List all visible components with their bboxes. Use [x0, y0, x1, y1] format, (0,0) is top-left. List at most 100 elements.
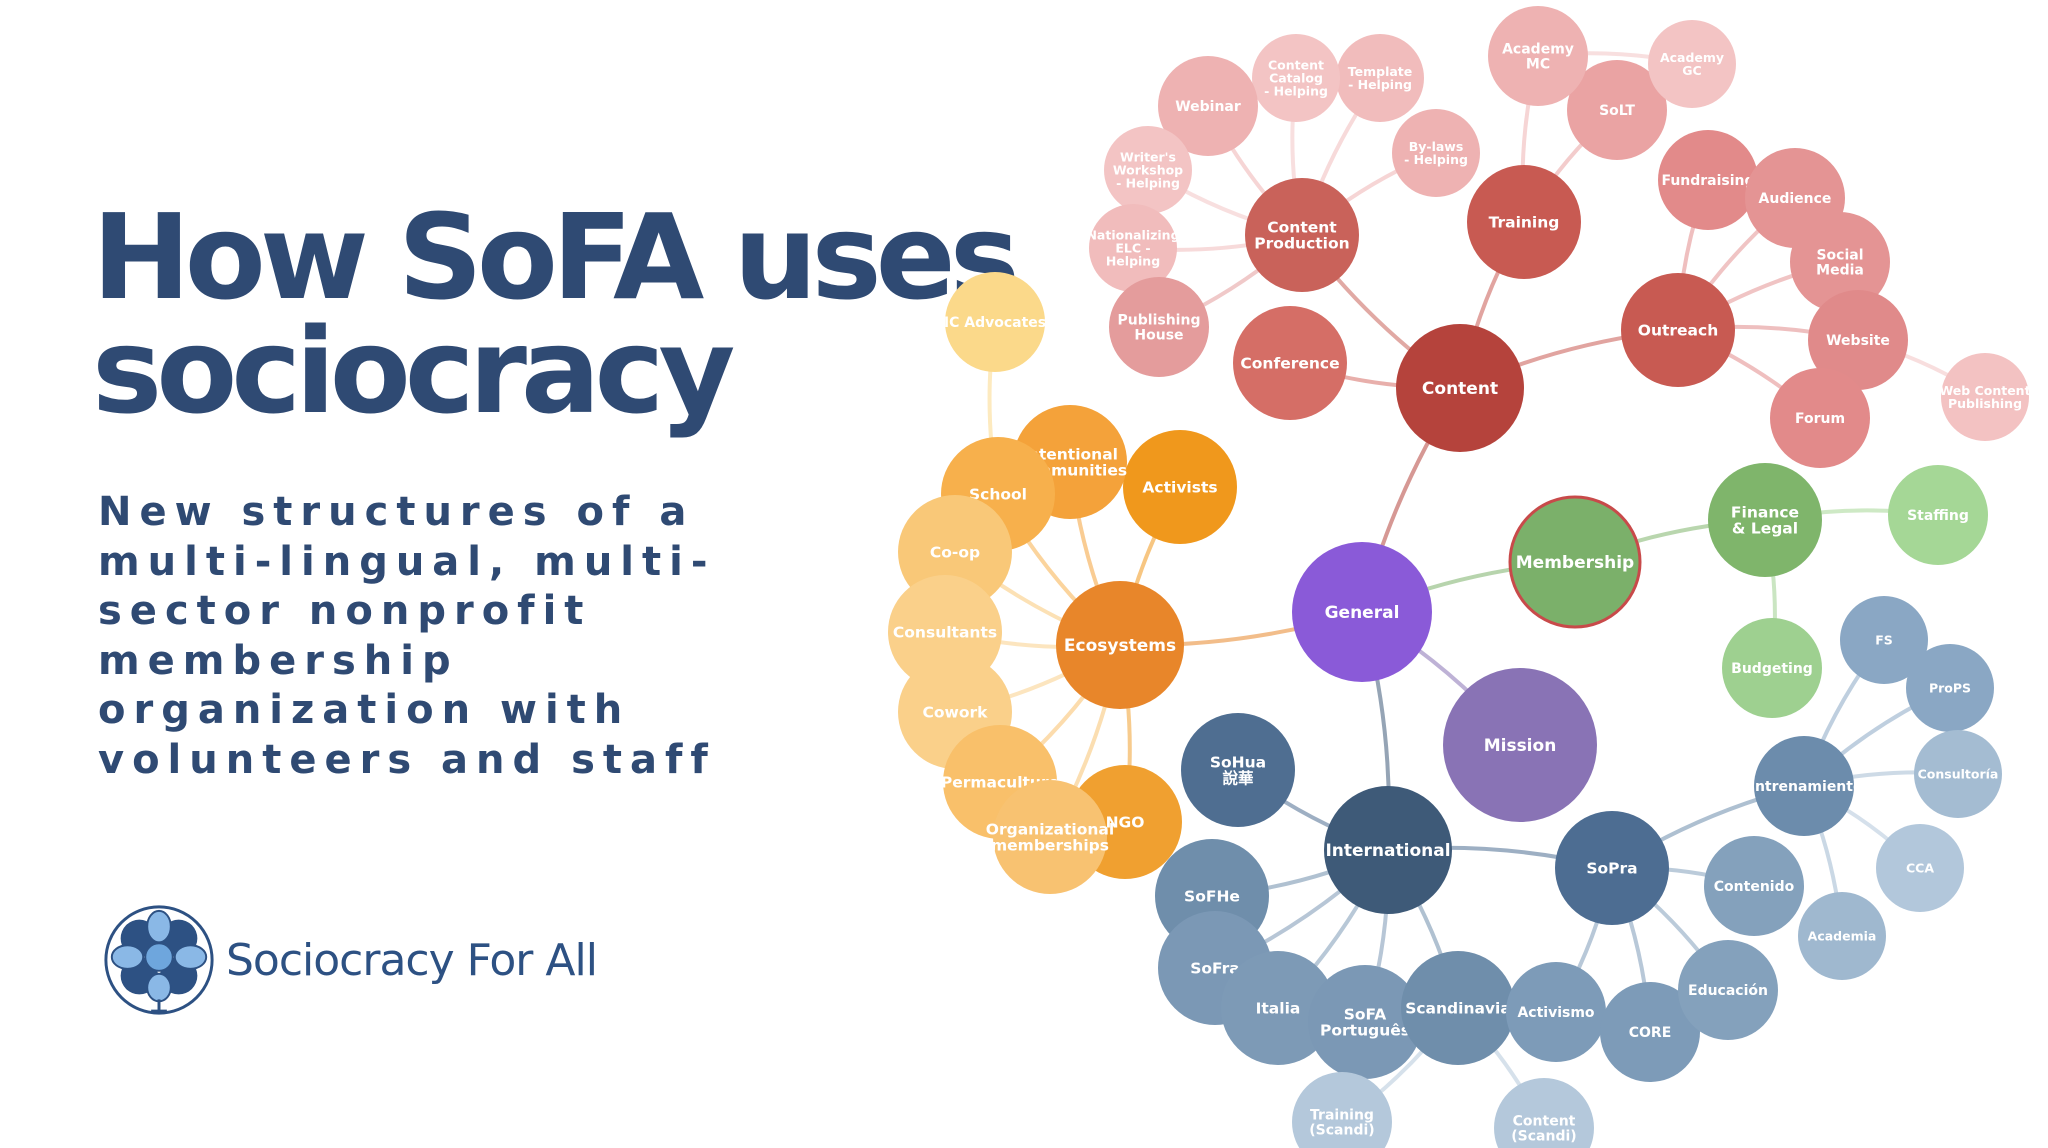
circle-shape-conference — [1233, 306, 1347, 420]
circle-shape-budgeting — [1722, 618, 1822, 718]
circle-label-content-scandi: Content(Scandi) — [1511, 1114, 1576, 1145]
circle-label-entrenamiento: Entrenamiento — [1745, 779, 1863, 795]
circle-educacion: Educación — [1678, 940, 1778, 1040]
circle-shape-webinar — [1158, 56, 1258, 156]
circle-shape-scandinavia — [1401, 951, 1515, 1065]
circle-staffing: Staffing — [1888, 465, 1988, 565]
sofa-logo: Sociocracy For All — [100, 900, 598, 1020]
circle-label-sofhe: SoFHe — [1184, 887, 1240, 905]
circle-label-props: ProPS — [1929, 680, 1971, 695]
circle-shape-publishing-house — [1109, 277, 1209, 377]
circle-forum: Forum — [1770, 368, 1870, 468]
circle-budgeting: Budgeting — [1722, 618, 1822, 718]
circle-shape-finance — [1708, 463, 1822, 577]
circle-template: Template- Helping — [1336, 34, 1424, 122]
circle-shape-content — [1396, 324, 1524, 452]
slide-text-panel: How SoFA uses sociocracy New structures … — [0, 0, 1020, 1148]
circle-shape-props — [1906, 644, 1994, 732]
circle-by-laws: By-laws- Helping — [1392, 109, 1480, 197]
circle-shape-italia — [1221, 951, 1335, 1065]
circle-label-activismo: Activismo — [1517, 1005, 1594, 1021]
circle-core: CORE — [1600, 982, 1700, 1082]
circle-soLT: SoLT — [1567, 60, 1667, 160]
circle-label-website: Website — [1826, 333, 1890, 349]
circle-scandinavia: Scandinavia — [1401, 951, 1515, 1065]
slide-title: How SoFA uses sociocracy — [92, 198, 1020, 430]
circle-label-forum: Forum — [1795, 411, 1845, 427]
circle-conference: Conference — [1233, 306, 1347, 420]
circle-entrenamiento: Entrenamiento — [1745, 736, 1863, 836]
circle-content: Content — [1396, 324, 1524, 452]
circle-label-academia: Academia — [1808, 928, 1877, 943]
circle-label-activists: Activists — [1142, 478, 1217, 496]
circle-shape-website — [1808, 290, 1908, 390]
circle-shape-soLT — [1567, 60, 1667, 160]
circle-ic-advocates: IC Advocates — [944, 272, 1046, 372]
circle-label-italia: Italia — [1256, 999, 1301, 1017]
circle-label-conference: Conference — [1240, 354, 1339, 372]
circle-label-consultoria: Consultoría — [1918, 766, 1999, 781]
circle-label-school: School — [969, 485, 1027, 503]
circle-label-scandinavia: Scandinavia — [1405, 999, 1511, 1017]
circle-contenido: Contenido — [1704, 836, 1804, 936]
circle-label-coop: Co-op — [930, 543, 980, 561]
circle-label-finance: Finance& Legal — [1731, 503, 1799, 537]
circle-label-ecosystems: Ecosystems — [1064, 636, 1176, 656]
circle-shape-contenido — [1704, 836, 1804, 936]
circle-shape-sohua — [1181, 713, 1295, 827]
circle-label-mission: Mission — [1484, 736, 1557, 756]
circle-shape-template — [1336, 34, 1424, 122]
circle-label-consultants: Consultants — [893, 623, 997, 641]
circle-shape-general — [1292, 542, 1432, 682]
circle-shape-international — [1324, 786, 1452, 914]
circle-label-international: International — [1325, 841, 1450, 861]
circle-shape-membership — [1508, 495, 1642, 629]
circle-shape-core — [1600, 982, 1700, 1082]
circle-shape-fundraising — [1658, 130, 1758, 230]
circle-webinar: Webinar — [1158, 56, 1258, 156]
circle-label-ic-advocates: IC Advocates — [944, 315, 1046, 331]
circle-shape-outreach — [1621, 273, 1735, 387]
circle-shape-ecosystems — [1056, 581, 1184, 709]
circle-label-staffing: Staffing — [1907, 508, 1969, 524]
circle-shape-writers — [1104, 126, 1192, 214]
circle-fs: FS — [1840, 596, 1928, 684]
circle-outreach: Outreach — [1621, 273, 1735, 387]
circle-cca: CCA — [1876, 824, 1964, 912]
circle-international: International — [1324, 786, 1452, 914]
circle-props: ProPS — [1906, 644, 1994, 732]
circle-shape-educacion — [1678, 940, 1778, 1040]
circle-label-sofra: SoFra — [1190, 959, 1240, 977]
circle-label-training: Training — [1489, 213, 1560, 231]
circle-activismo: Activismo — [1506, 962, 1606, 1062]
circle-label-template: Template- Helping — [1348, 64, 1413, 92]
circle-shape-social-media — [1790, 212, 1890, 312]
circle-training: Training — [1467, 165, 1581, 279]
circle-shape-content-production — [1245, 178, 1359, 292]
circle-shape-academia — [1798, 892, 1886, 980]
circle-shape-training-scandi — [1292, 1072, 1392, 1148]
circle-label-contenido: Contenido — [1714, 879, 1795, 895]
circle-shape-org-memberships — [993, 780, 1107, 894]
circle-label-sopra: SoPra — [1586, 859, 1637, 877]
circle-label-educacion: Educación — [1688, 983, 1768, 999]
circle-shape-activists — [1123, 430, 1237, 544]
circle-sopra: SoPra — [1555, 811, 1669, 925]
circle-label-by-laws: By-laws- Helping — [1404, 139, 1468, 167]
circle-italia: Italia — [1221, 951, 1335, 1065]
circle-label-training-scandi: Training(Scandi) — [1309, 1108, 1374, 1139]
circle-activists: Activists — [1123, 430, 1237, 544]
circle-mission: Mission — [1443, 668, 1597, 822]
